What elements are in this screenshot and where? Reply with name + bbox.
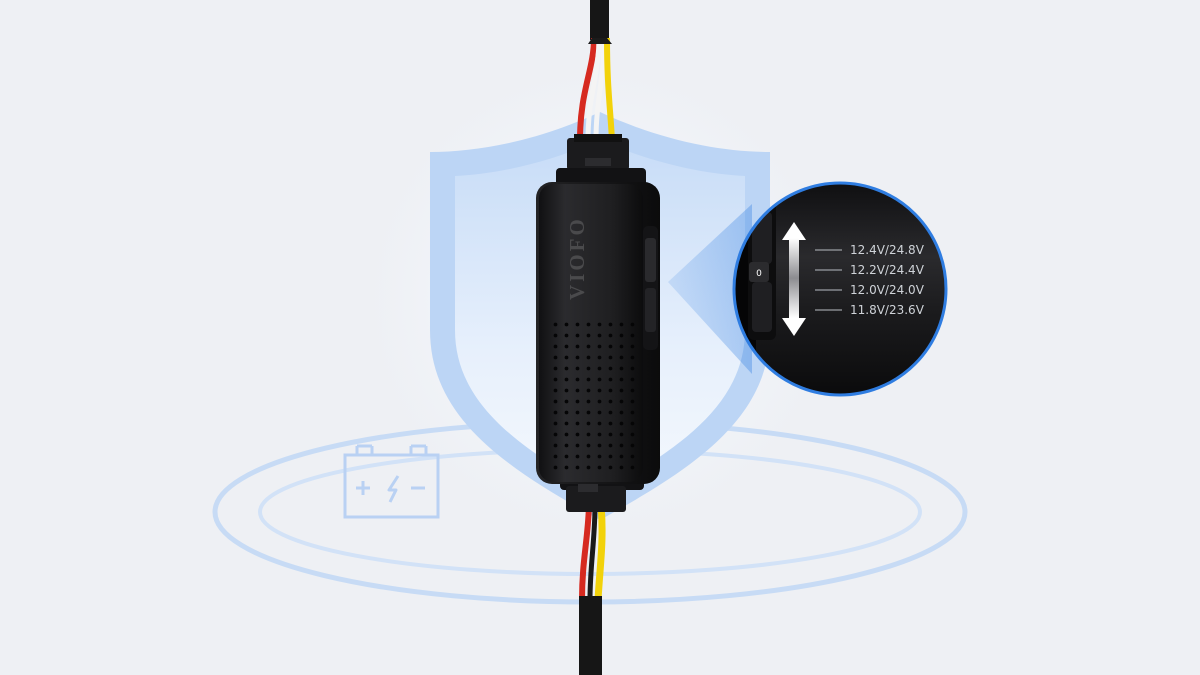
switch-knob [749,262,769,282]
switch-position-mark: 0 [756,269,762,279]
voltage-level-4: 11.8V/23.6V [850,303,925,317]
top-cable [577,0,615,141]
brand-logo: VIOFO [565,216,589,300]
voltage-callout: 0 12.4V/24.8V 12.2V/24.4V 12.0V/24.0V 11… [732,181,948,397]
speaker-grill [548,322,636,472]
voltage-level-1: 12.4V/24.8V [850,243,925,257]
up-down-arrow-icon [782,222,806,336]
callout-cone [668,204,752,374]
hardwire-device: VIOFO [536,182,660,484]
bottom-cable [579,504,606,675]
voltage-level-2: 12.2V/24.4V [850,263,925,277]
voltage-level-3: 12.0V/24.0V [850,283,925,297]
battery-icon [343,444,440,519]
